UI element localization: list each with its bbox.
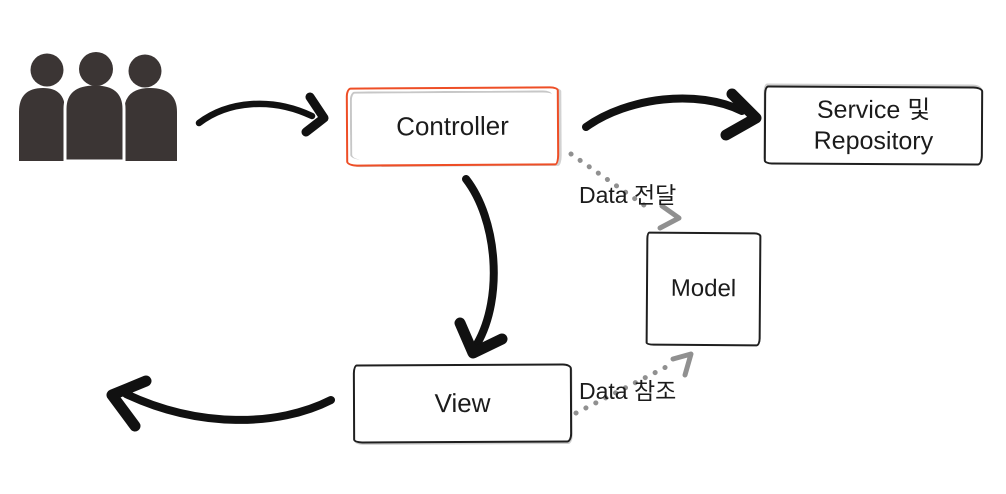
model-label: Model (670, 274, 737, 303)
dotted-arrow-view-to-model (573, 351, 694, 416)
arrow-controller-to-service (582, 88, 762, 141)
edge-label-data-ref: Data 참조 (579, 378, 677, 404)
arrow-view-to-users (106, 375, 335, 432)
arrow-head (720, 88, 762, 141)
arrow-controller-to-view (454, 175, 508, 359)
service-label-line1: Service 및 (816, 95, 931, 125)
person-center-body (63, 82, 126, 163)
person-right-head (128, 54, 162, 88)
arrow-curve (122, 390, 335, 424)
arrow-head (106, 375, 152, 432)
dotted-arrow-head (657, 203, 682, 231)
node-controller: Controller (345, 86, 560, 167)
arrow-curve (462, 175, 498, 348)
node-model: Model (645, 231, 762, 347)
person-left-body (19, 88, 65, 161)
person-left-head (30, 53, 64, 87)
person-center-head (79, 52, 113, 86)
controller-label: Controller (396, 110, 509, 142)
edge-label-data-pass: Data 전달 (579, 182, 677, 208)
users-icon (19, 52, 177, 163)
node-view: View (352, 363, 573, 444)
arrow-curve (582, 94, 746, 131)
arrow-users-to-controller (195, 92, 329, 137)
arrow-head (454, 317, 508, 359)
service-label-line2: Repository (813, 126, 934, 155)
arrow-curve (195, 100, 316, 127)
dotted-arrow-head (670, 351, 694, 378)
arrow-head (301, 92, 329, 137)
dotted-arrow-controller-to-model (568, 151, 682, 231)
view-label: View (434, 387, 491, 419)
person-right-body (124, 88, 177, 161)
node-service-repository: Service 및 Repository (763, 85, 984, 166)
